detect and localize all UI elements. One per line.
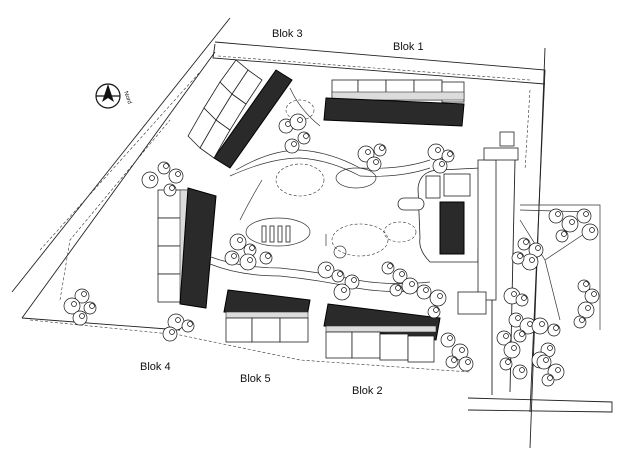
tree-icon	[521, 295, 527, 301]
tree-icon	[503, 333, 509, 339]
tree-icon	[341, 287, 347, 293]
building-blok-1	[323, 79, 465, 127]
label-blok-4: Blok 4	[140, 361, 171, 373]
tree-icon	[591, 291, 597, 297]
label-blok-1: Blok 1	[393, 41, 424, 53]
tree-icon	[543, 357, 549, 363]
tree-icon	[579, 317, 585, 323]
tree-icon	[89, 303, 95, 309]
tree-icon	[585, 305, 591, 311]
tree-icon	[519, 367, 525, 373]
trees	[63, 113, 600, 387]
tree-icon	[365, 149, 371, 155]
tree-icon	[291, 141, 297, 147]
building-blok-3	[187, 59, 293, 169]
tree-icon	[451, 357, 457, 363]
tree-icon	[247, 257, 253, 263]
tree-icon	[439, 161, 445, 167]
tree-icon	[583, 211, 589, 217]
tree-icon	[459, 347, 465, 353]
tree-icon	[373, 159, 379, 165]
tree-icon	[529, 257, 535, 263]
tree-icon	[303, 133, 309, 139]
tree-icon	[423, 287, 429, 293]
tree-icon	[583, 281, 589, 287]
tree-icon	[231, 253, 237, 259]
tree-icon	[249, 245, 255, 251]
tree-icon	[71, 301, 77, 307]
tree-icon	[435, 147, 441, 153]
tree-icon	[519, 331, 525, 337]
tree-icon	[535, 245, 541, 251]
tree-icon	[555, 211, 561, 217]
tree-icon	[547, 375, 553, 381]
tree-icon	[175, 171, 181, 177]
tree-icon	[175, 317, 181, 323]
tree-icon	[553, 325, 559, 331]
tree-icon	[555, 367, 561, 373]
building-blok-5	[223, 289, 311, 343]
building-blok-2	[323, 303, 441, 363]
tree-icon	[169, 329, 175, 335]
tree-icon	[81, 291, 87, 297]
tree-icon	[505, 359, 511, 365]
tree-icon	[79, 313, 85, 319]
tree-icon	[511, 345, 517, 351]
label-blok-5: Blok 5	[240, 373, 271, 385]
north-label: Nord	[122, 91, 132, 105]
tree-icon	[265, 253, 271, 259]
tree-icon	[337, 271, 343, 277]
common-building	[397, 131, 519, 315]
tree-icon	[511, 291, 517, 297]
tree-icon	[561, 231, 567, 237]
tree-icon	[465, 359, 471, 365]
tree-icon	[237, 237, 243, 243]
tree-icon	[297, 117, 303, 123]
tree-icon	[325, 265, 331, 271]
tree-icon	[589, 227, 595, 233]
north-arrow-icon: Nord	[95, 83, 132, 109]
building-blok-4	[157, 187, 217, 309]
tree-icon	[547, 345, 553, 351]
tree-icon	[409, 281, 415, 287]
tree-icon	[351, 277, 357, 283]
tree-icon	[447, 335, 453, 341]
label-blok-3: Blok 3	[272, 28, 303, 40]
tree-icon	[569, 219, 575, 225]
tree-icon	[399, 271, 405, 277]
tree-icon	[387, 263, 393, 269]
tree-icon	[379, 145, 385, 151]
tree-icon	[437, 293, 443, 299]
site-boundary	[11, 17, 613, 449]
tree-icon	[149, 175, 155, 181]
tree-icon	[447, 151, 453, 157]
tree-icon	[523, 239, 529, 245]
tree-icon	[517, 253, 523, 259]
tree-icon	[433, 307, 439, 313]
tree-icon	[169, 185, 175, 191]
tree-icon	[539, 321, 545, 327]
tree-icon	[187, 321, 193, 327]
tree-icon	[395, 285, 401, 291]
tree-icon	[163, 163, 169, 169]
tree-icon	[515, 315, 521, 321]
label-blok-2: Blok 2	[352, 385, 383, 397]
